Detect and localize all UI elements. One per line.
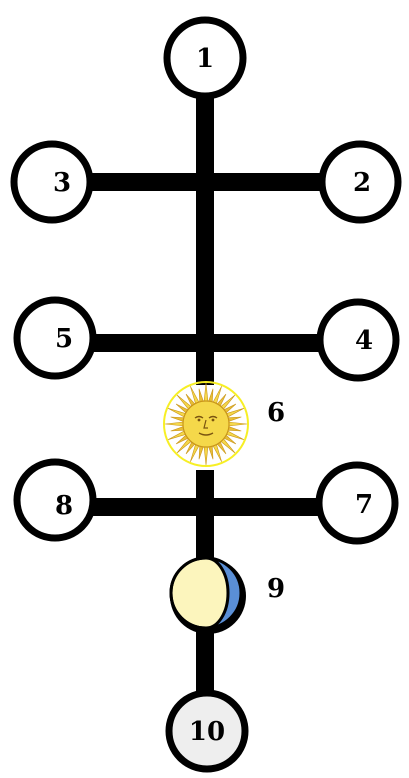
node-7: 7: [319, 465, 395, 541]
node-1: 1: [167, 20, 243, 96]
node-label: 6: [267, 398, 285, 428]
moon-icon: [170, 558, 246, 634]
node-label: 4: [355, 326, 373, 356]
node-label: 10: [189, 717, 225, 747]
sun-left-pupil: [198, 419, 201, 422]
sun-icon: [164, 382, 248, 466]
node-label: 5: [55, 324, 73, 354]
node-label: 2: [353, 168, 371, 198]
node-8: 8: [17, 462, 93, 538]
node-6: 6: [164, 382, 285, 466]
node-label: 8: [55, 491, 73, 521]
sun-ray: [204, 383, 208, 402]
node-label: 1: [196, 44, 214, 74]
sun-right-pupil: [212, 419, 215, 422]
node-3: 3: [14, 144, 90, 220]
sun-face: [183, 401, 229, 447]
node-2: 2: [322, 144, 398, 220]
sun-ray: [228, 422, 247, 426]
node-9: 9: [170, 558, 285, 634]
node-10: 10: [169, 693, 245, 769]
node-label: 9: [267, 574, 285, 604]
sun-ray: [204, 446, 208, 465]
node-4: 4: [320, 302, 396, 378]
sun-ray: [165, 422, 184, 426]
node-label: 7: [355, 490, 373, 520]
node-5: 5: [17, 300, 93, 376]
node-label: 3: [53, 168, 71, 198]
